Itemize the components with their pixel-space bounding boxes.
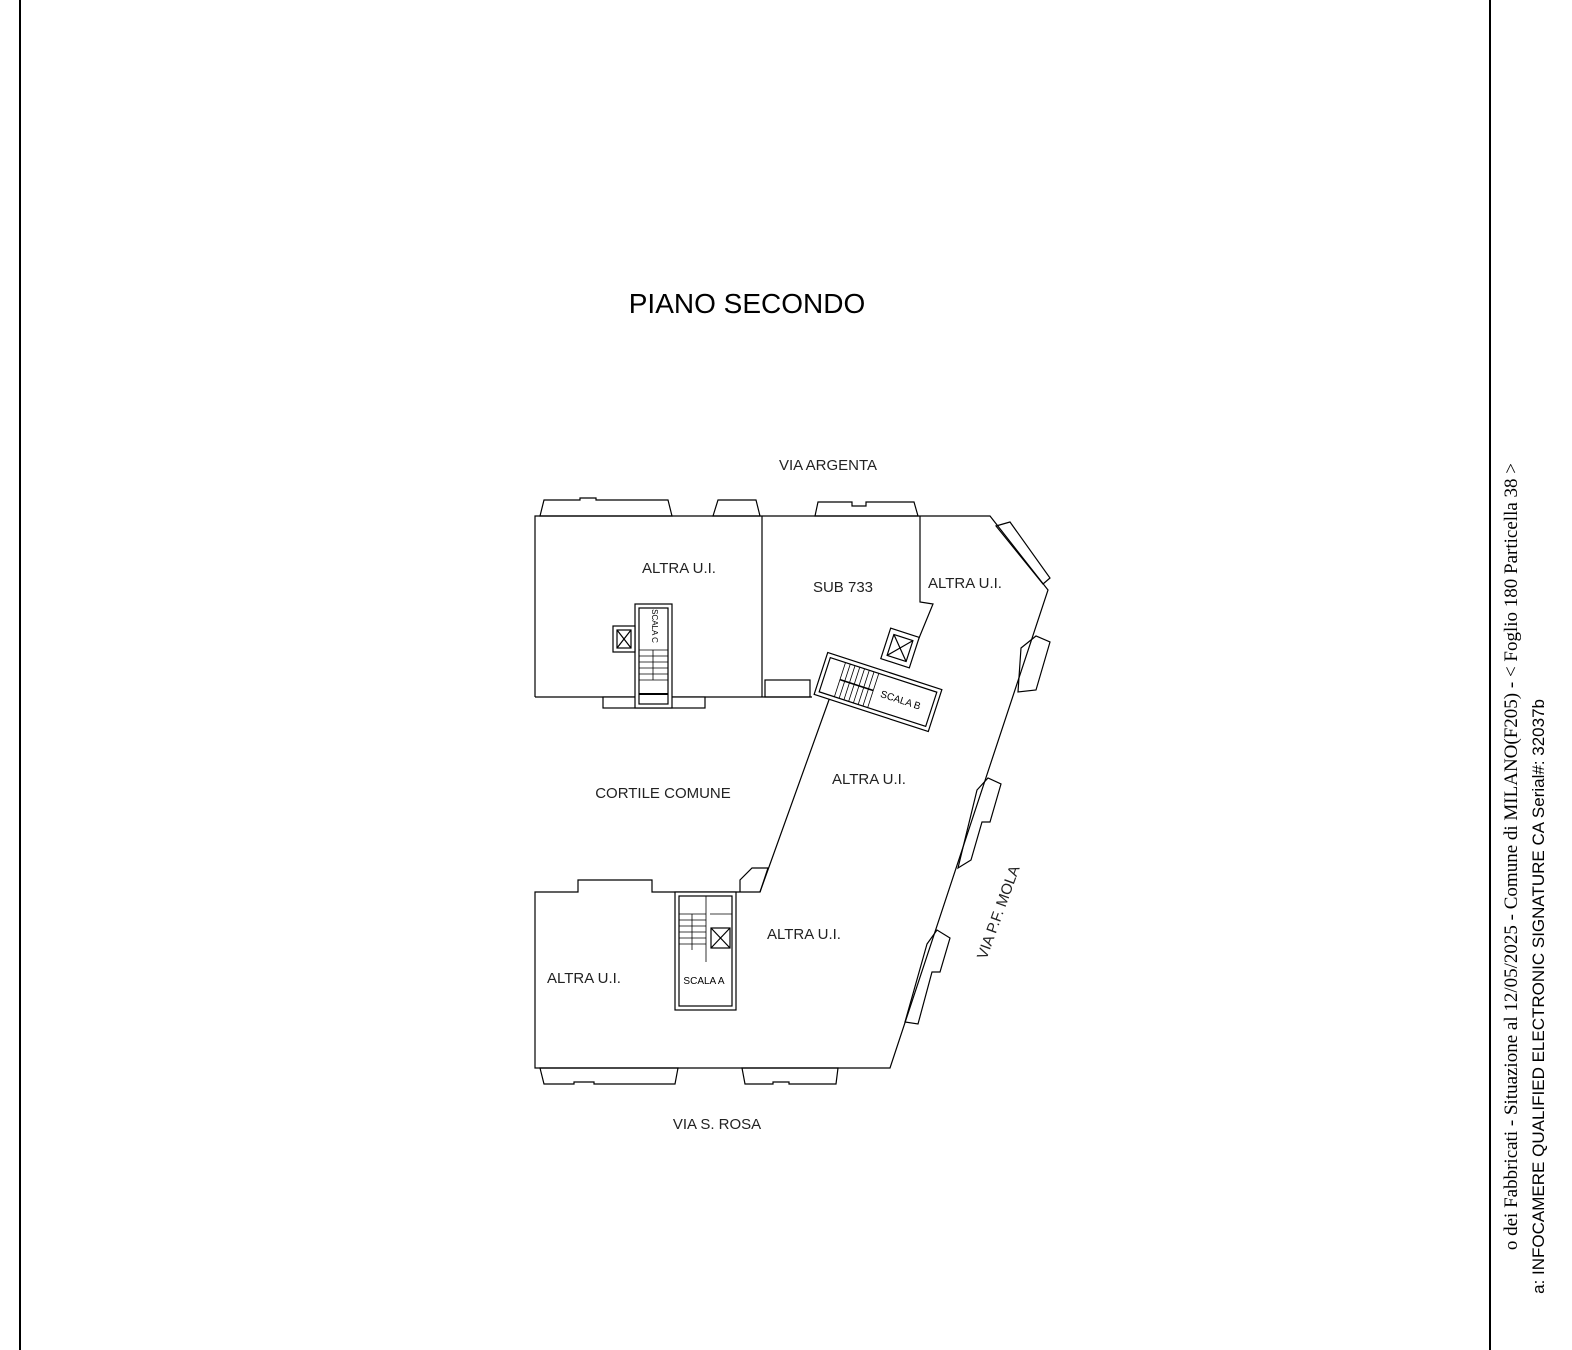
cadastre-info: o dei Fabbricati - Situazione al 12/05/2… xyxy=(1501,463,1522,1250)
stair-b: SCALA B xyxy=(813,651,943,733)
stair-c-label: SCALA C xyxy=(650,609,659,643)
plan-title: PIANO SECONDO xyxy=(629,288,865,319)
room-altra-ui-se: ALTRA U.I. xyxy=(767,926,841,943)
lift-b xyxy=(880,627,920,669)
courtyard-label: CORTILE COMUNE xyxy=(595,785,731,802)
room-altra-ui-nw: ALTRA U.I. xyxy=(642,560,716,577)
signature-info: a: INFOCAMERE QUALIFIED ELECTRONIC SIGNA… xyxy=(1529,699,1548,1294)
stair-a: SCALA A xyxy=(674,891,737,1011)
room-altra-ui-sw: ALTRA U.I. xyxy=(547,970,621,987)
balconies xyxy=(539,497,1051,1085)
stair-a-label: SCALA A xyxy=(683,976,724,987)
room-sub-733: SUB 733 xyxy=(813,579,873,596)
room-altra-ui-ne: ALTRA U.I. xyxy=(928,575,1002,592)
street-via-pf-mola: VIA P.F. MOLA xyxy=(974,863,1024,961)
street-via-argenta: VIA ARGENTA xyxy=(779,457,877,474)
building-outline xyxy=(534,515,1049,1069)
street-via-s-rosa: VIA S. ROSA xyxy=(673,1116,761,1133)
stair-c: SCALA C xyxy=(602,603,706,709)
room-altra-ui-east: ALTRA U.I. xyxy=(832,771,906,788)
